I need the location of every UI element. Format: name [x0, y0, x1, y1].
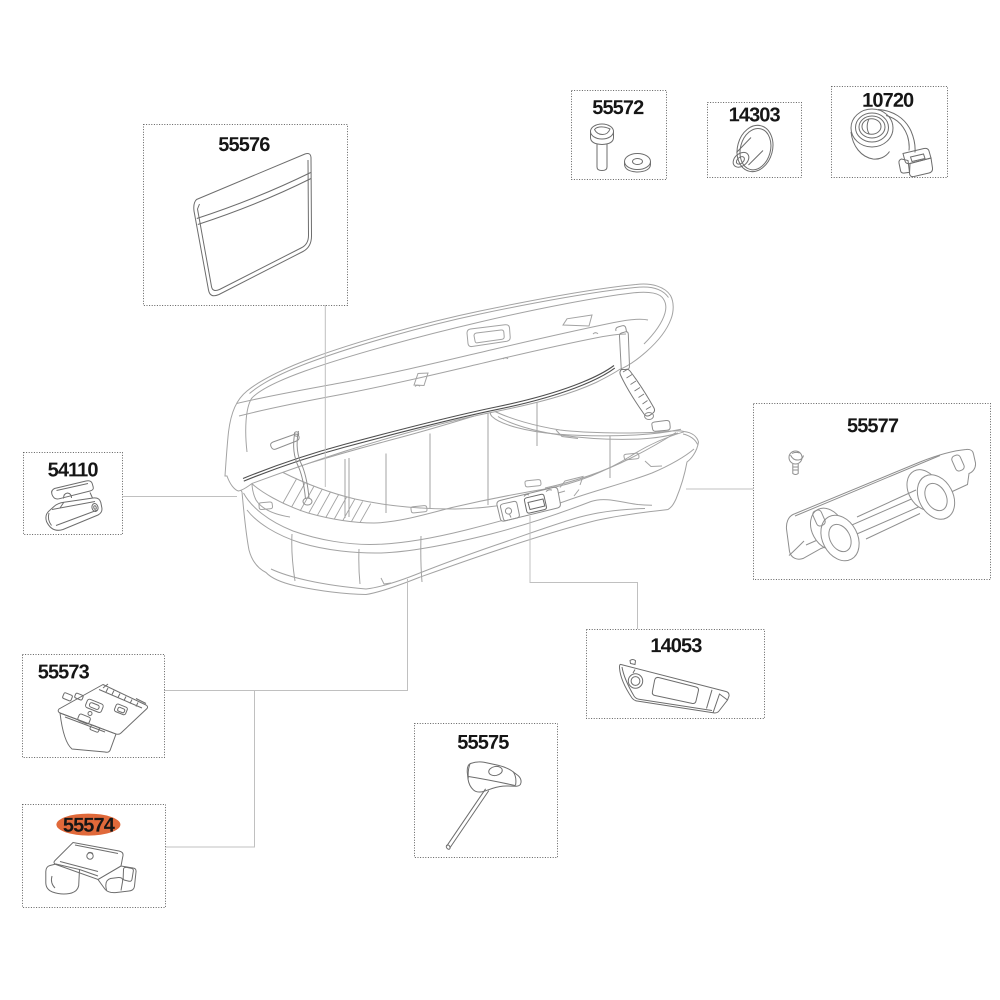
svg-text:54110: 54110	[48, 459, 99, 481]
svg-text:55574: 55574	[63, 815, 116, 837]
svg-text:55576: 55576	[218, 134, 270, 156]
svg-text:14303: 14303	[729, 104, 781, 126]
svg-text:55575: 55575	[457, 732, 509, 754]
svg-text:55573: 55573	[38, 661, 90, 683]
svg-text:55577: 55577	[847, 415, 899, 437]
svg-text:10720: 10720	[862, 90, 914, 112]
svg-text:14053: 14053	[650, 635, 702, 657]
svg-text:55572: 55572	[592, 97, 644, 119]
